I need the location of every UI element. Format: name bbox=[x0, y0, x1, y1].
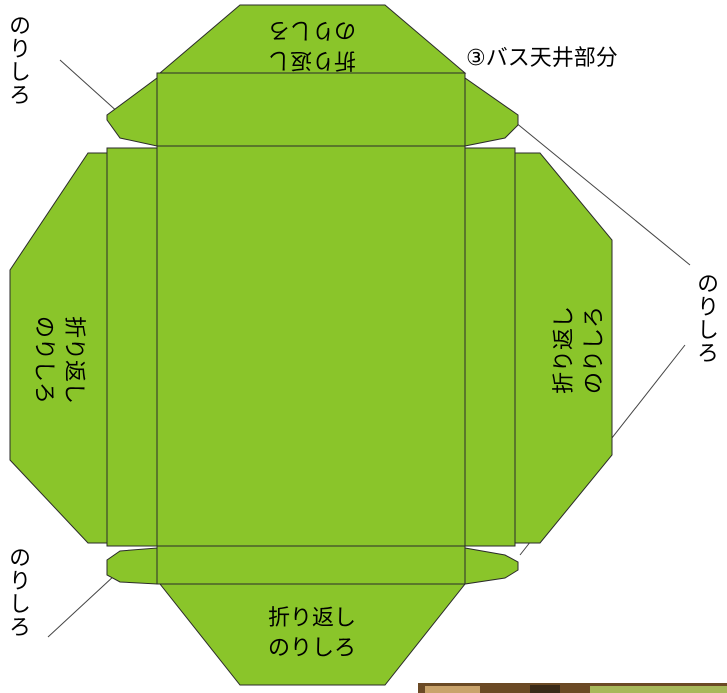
top-panel-line2: のりしろ bbox=[268, 17, 357, 42]
bottom-right-glue-tab bbox=[464, 547, 519, 585]
right-panel-line1: 折り返し bbox=[552, 306, 577, 395]
top-right-glue-tab bbox=[464, 77, 519, 147]
left-fold-panel bbox=[9, 152, 108, 544]
left-strip bbox=[106, 147, 158, 547]
top-strip bbox=[156, 72, 466, 147]
glue-label-top-left: のりしろ bbox=[5, 14, 30, 106]
left-panel-line2: のりしろ bbox=[31, 315, 56, 404]
bottom-fold-panel bbox=[158, 583, 467, 686]
leader-bottom-left bbox=[47, 574, 116, 638]
leader-top-left bbox=[59, 59, 121, 115]
right-panel-line2: のりしろ bbox=[582, 306, 607, 395]
glue-label-bottom-left: のりしろ bbox=[5, 546, 30, 638]
top-panel-line1: 折り返し bbox=[268, 47, 357, 72]
page-title: ③バス天井部分 bbox=[466, 46, 618, 71]
roof-center bbox=[156, 145, 466, 547]
left-panel-text: 折り返し のりしろ bbox=[28, 300, 88, 420]
bottom-left-glue-tab bbox=[106, 547, 158, 585]
photo-thumbnail bbox=[418, 683, 727, 693]
bottom-panel-line1: 折り返し bbox=[267, 606, 356, 631]
right-panel-text: 折り返し のりしろ bbox=[550, 290, 610, 410]
left-panel-line1: 折り返し bbox=[61, 315, 86, 404]
top-left-glue-tab bbox=[106, 77, 158, 147]
bottom-strip bbox=[156, 545, 466, 585]
glue-label-right: のりしろ bbox=[693, 272, 718, 364]
right-strip bbox=[464, 147, 516, 547]
leader-top-right bbox=[514, 121, 691, 266]
top-panel-text: 折り返し のりしろ bbox=[252, 14, 372, 74]
right-fold-panel bbox=[514, 152, 613, 544]
bottom-panel-text: 折り返し のりしろ bbox=[252, 604, 372, 664]
bottom-panel-line2: のりしろ bbox=[267, 636, 356, 661]
